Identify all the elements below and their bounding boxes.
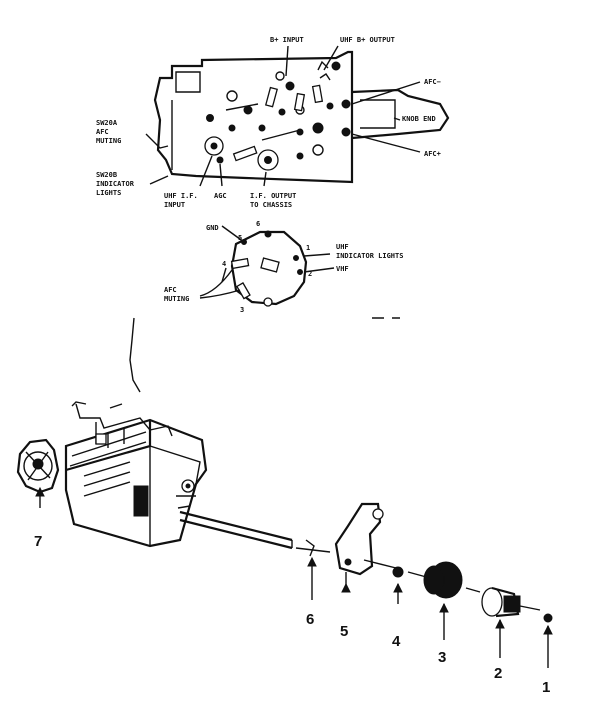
agc-label: AGC (214, 192, 227, 200)
sw20a-label: SW20A (96, 119, 118, 127)
knob-end-label: KNOB END (402, 115, 436, 123)
gnd-label: GND (206, 224, 219, 232)
sw20b-label: SW20B (96, 171, 117, 179)
terminal-1: 1 (306, 244, 310, 252)
sw20b-indicator-label: INDICATOR (96, 180, 135, 188)
part-3-gear (423, 561, 463, 640)
terminal-4: 4 (222, 260, 226, 268)
afc-minus-label: AFC− (424, 78, 441, 86)
terminal-2: 2 (308, 270, 312, 278)
uhf-indicator-lights-label: INDICATOR LIGHTS (336, 252, 403, 260)
vhf-label: VHF (336, 265, 349, 273)
part-1-screw (543, 613, 553, 668)
tuner-housing (64, 401, 208, 548)
sw20a-muting-label: MUTING (96, 137, 121, 145)
terminal-3: 3 (240, 306, 244, 314)
afc-muting-label: MUTING (164, 295, 189, 303)
part-number-6: 6 (306, 611, 314, 628)
uhf-if-input-label: INPUT (164, 201, 185, 209)
terminal-6: 6 (256, 220, 260, 228)
if-output-label: I.F. OUTPUT (250, 192, 296, 200)
tuner-rear-view (153, 50, 450, 184)
part-number-1: 1 (542, 679, 550, 696)
part-number-2: 2 (494, 665, 502, 682)
uhf-if-label: UHF I.F. (164, 192, 198, 200)
sw20b-lights-label: LIGHTS (96, 189, 121, 197)
afc-muting-afc-label: AFC (164, 286, 177, 294)
top-leaders (145, 45, 421, 187)
if-output-chassis-label: TO CHASSIS (250, 201, 292, 209)
part-number-3: 3 (438, 649, 446, 666)
part-2-knob (481, 586, 521, 658)
part-6-clip (305, 539, 317, 600)
separator-bracket (129, 317, 141, 393)
switch-wafer (199, 225, 400, 319)
terminal-5: 5 (238, 234, 242, 242)
part-7-dial (16, 438, 60, 508)
part-number-7: 7 (34, 533, 42, 550)
b-plus-input-label: B+ INPUT (270, 36, 304, 44)
part-number-4: 4 (392, 633, 401, 650)
uhf-b-plus-output-label: UHF B+ OUTPUT (340, 36, 395, 44)
afc-plus-label: AFC+ (424, 150, 441, 158)
uhf-label: UHF (336, 243, 349, 251)
part-4-nut (392, 566, 404, 604)
sw20a-afc-label: AFC (96, 128, 109, 136)
part-number-5: 5 (340, 623, 348, 640)
part-5-bracket (334, 502, 384, 593)
